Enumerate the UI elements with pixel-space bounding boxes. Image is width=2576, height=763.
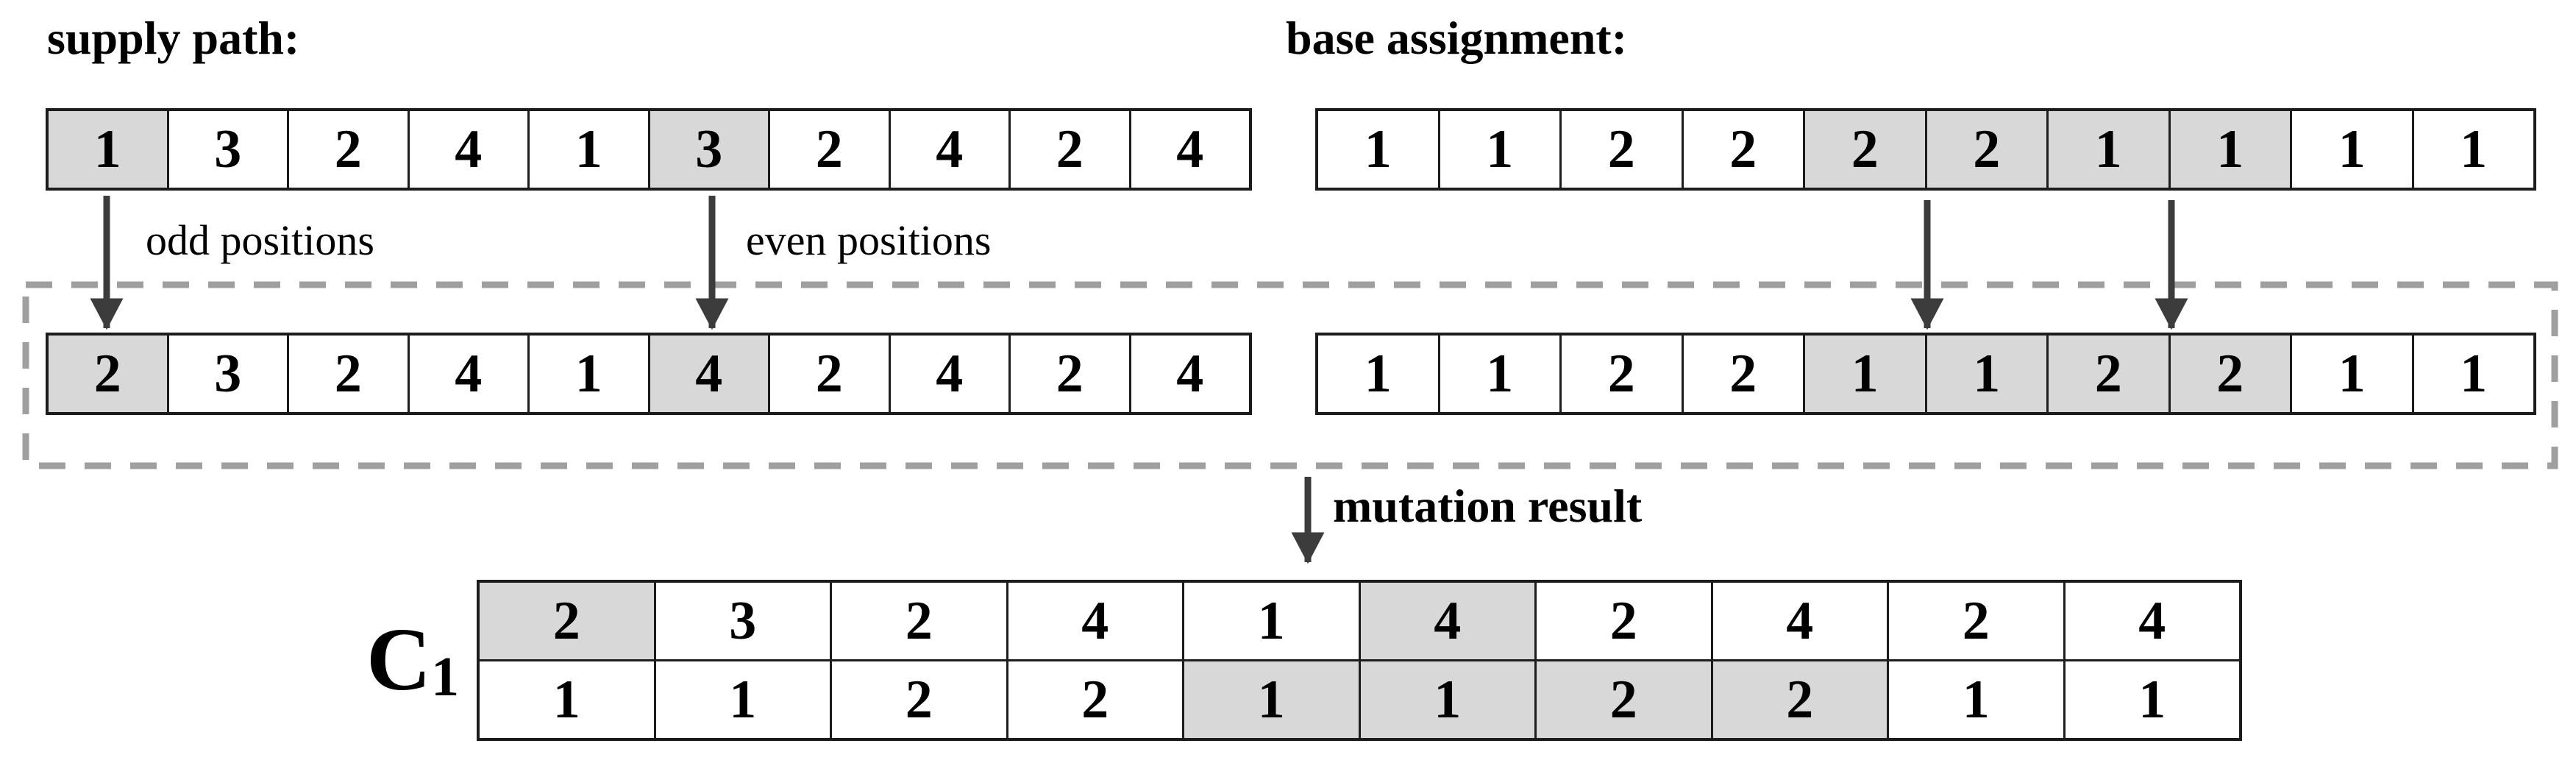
cell: 2 xyxy=(768,111,889,188)
cell: 1 xyxy=(1182,583,1359,659)
cell: 4 xyxy=(1128,336,1249,412)
cell: 4 xyxy=(407,111,527,188)
cell: 4 xyxy=(888,336,1008,412)
cell: 1 xyxy=(2046,111,2168,188)
cell: 4 xyxy=(1358,583,1534,659)
cell: 1 xyxy=(1803,336,1925,412)
base-assignment-title: base assignment: xyxy=(1286,12,1628,64)
supply-path-title: supply path: xyxy=(47,12,300,64)
cell: 2 xyxy=(1710,661,1887,738)
cell: 1 xyxy=(1358,661,1534,738)
cell: 2 xyxy=(1559,111,1682,188)
cell: 1 xyxy=(527,111,648,188)
cell: 2 xyxy=(1924,111,2046,188)
offspring-label: C1 xyxy=(366,615,460,708)
cell: 1 xyxy=(1437,111,1559,188)
cell: 2 xyxy=(2046,336,2168,412)
cell: 2 xyxy=(2168,336,2290,412)
cell: 2 xyxy=(1006,661,1182,738)
cell: 4 xyxy=(647,336,768,412)
cell: 3 xyxy=(166,336,287,412)
cell: 2 xyxy=(768,336,889,412)
cell: 2 xyxy=(1559,336,1682,412)
cell: 2 xyxy=(1681,111,1803,188)
cell: 2 xyxy=(1887,583,2063,659)
cell: 4 xyxy=(1006,583,1182,659)
cell: 2 xyxy=(287,336,408,412)
cell: 1 xyxy=(49,111,167,188)
cell: 1 xyxy=(1437,336,1559,412)
cell: 4 xyxy=(1710,583,1887,659)
cell: 1 xyxy=(1887,661,2063,738)
cell: 1 xyxy=(1318,111,1438,188)
cell: 1 xyxy=(2411,111,2533,188)
cell: 2 xyxy=(1008,336,1129,412)
offspring-label-letter: C xyxy=(366,610,432,709)
cell: 2 xyxy=(830,583,1006,659)
mutation-result-label: mutation result xyxy=(1333,480,1643,532)
cell: 4 xyxy=(407,336,527,412)
cell: 2 xyxy=(1534,583,1711,659)
cell: 1 xyxy=(1182,661,1359,738)
cell: 3 xyxy=(166,111,287,188)
even-positions-label: even positions xyxy=(746,216,992,264)
cell: 1 xyxy=(2411,336,2533,412)
cell: 1 xyxy=(2290,111,2412,188)
cell: 1 xyxy=(1318,336,1438,412)
cell: 2 xyxy=(830,661,1006,738)
intermediate-step-dashed-box xyxy=(22,281,2558,469)
cell: 3 xyxy=(653,583,830,659)
cell: 1 xyxy=(653,661,830,738)
offspring-label-subscript: 1 xyxy=(431,646,460,708)
cell: 4 xyxy=(888,111,1008,188)
cell: 1 xyxy=(2063,661,2239,738)
cell: 2 xyxy=(1681,336,1803,412)
cell: 3 xyxy=(647,111,768,188)
odd-positions-label: odd positions xyxy=(146,216,374,264)
cell: 2 xyxy=(49,336,167,412)
cell: 1 xyxy=(2168,111,2290,188)
cell: 2 xyxy=(1803,111,1925,188)
cell: 1 xyxy=(2290,336,2412,412)
cell: 1 xyxy=(1924,336,2046,412)
cell: 1 xyxy=(527,336,648,412)
cell: 2 xyxy=(1008,111,1129,188)
cell: 1 xyxy=(480,661,654,738)
cell: 2 xyxy=(1534,661,1711,738)
cell: 2 xyxy=(480,583,654,659)
cell: 2 xyxy=(287,111,408,188)
cell: 4 xyxy=(2063,583,2239,659)
cell: 4 xyxy=(1128,111,1249,188)
